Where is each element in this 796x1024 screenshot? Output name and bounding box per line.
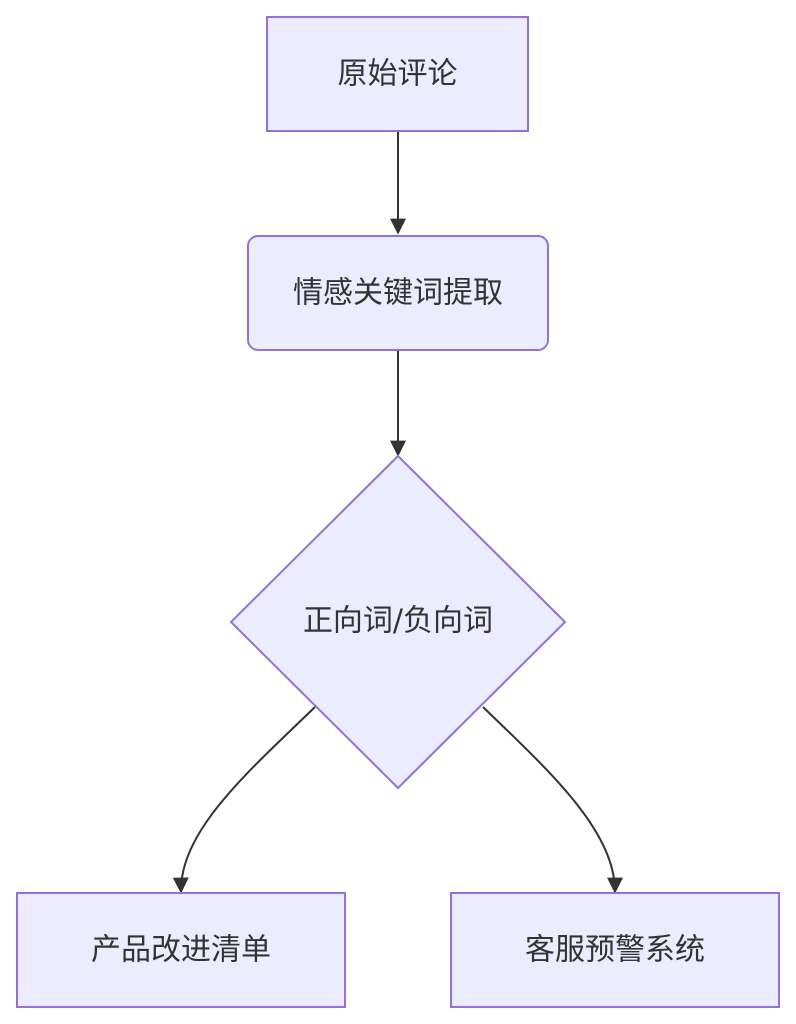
node-decision: 正向词/负向词: [229, 454, 567, 790]
node-keyword-extraction: 情感关键词提取: [247, 235, 549, 351]
node-keyword-extraction-label: 情感关键词提取: [293, 276, 503, 311]
node-service-alert: 客服预警系统: [450, 892, 780, 1008]
node-improvement-list-label: 产品改进清单: [91, 933, 271, 968]
node-improvement-list: 产品改进清单: [16, 892, 346, 1008]
node-decision-label: 正向词/负向词: [303, 604, 493, 639]
node-service-alert-label: 客服预警系统: [525, 933, 705, 968]
edge-decision-to-alert: [482, 706, 623, 894]
node-raw-comments-label: 原始评论: [338, 57, 458, 92]
edge-decision-to-improvement: [172, 706, 316, 894]
node-raw-comments: 原始评论: [266, 16, 529, 132]
